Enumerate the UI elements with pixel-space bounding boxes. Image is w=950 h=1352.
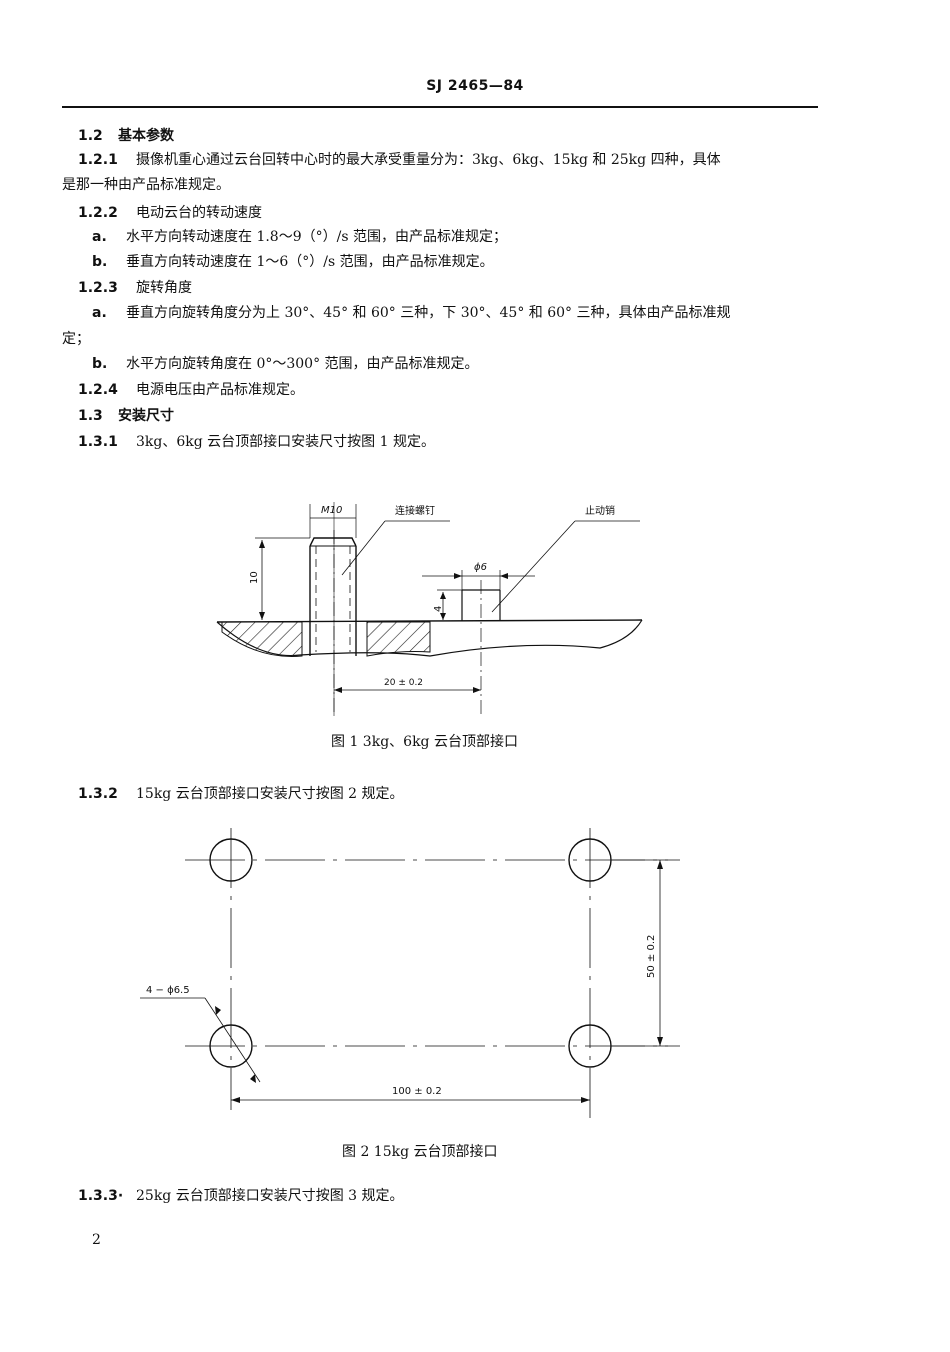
para-1-2-3: 1.2.3 旋转角度 [78, 279, 192, 297]
para-1-3-2: 1.3.2 15kg 云台顶部接口安装尺寸按图 2 规定。 [78, 785, 404, 803]
item-text: 水平方向转动速度在 1.8～9（°）/s 范围，由产品标准规定； [126, 229, 507, 245]
section-number: 1.3.3· [78, 1188, 124, 1204]
section-number: 1.2.4 [78, 382, 118, 398]
document-code: SJ 2465—84 [426, 78, 524, 94]
para-text: 摄像机重心通过云台回转中心时的最大承受重量分为：3kg、6kg、15kg 和 2… [136, 152, 721, 168]
section-number: 1.3.1 [78, 434, 118, 450]
heading-1-2: 1.2 基本参数 [78, 127, 174, 145]
section-number: 1.2.2 [78, 205, 118, 221]
para-text: 3kg、6kg 云台顶部接口安装尺寸按图 1 规定。 [136, 434, 435, 450]
para-text: 25kg 云台顶部接口安装尺寸按图 3 规定。 [136, 1188, 404, 1204]
item-1-2-3-a-cont: 定； [62, 331, 90, 347]
figure-1-label-distance: 20 ± 0.2 [384, 678, 423, 688]
para-text: 15kg 云台顶部接口安装尺寸按图 2 规定。 [136, 786, 404, 802]
section-number: 1.2.1 [78, 152, 118, 168]
heading-1-3: 1.3 安装尺寸 [78, 407, 174, 425]
item-text: 垂直方向转动速度在 1～6（°）/s 范围，由产品标准规定。 [126, 254, 494, 270]
section-number: 1.3 [78, 408, 103, 424]
figure-2-label-width: 100 ± 0.2 [392, 1086, 442, 1097]
item-mark: a. [92, 305, 107, 321]
figure-1-label-pin: 止动销 [585, 504, 615, 517]
para-1-2-1: 1.2.1 摄像机重心通过云台回转中心时的最大承受重量分为：3kg、6kg、15k… [78, 151, 721, 169]
item-1-2-2-a: a. 水平方向转动速度在 1.8～9（°）/s 范围，由产品标准规定； [92, 228, 507, 246]
item-mark: b. [92, 254, 108, 270]
para-1-3-3: 1.3.3· 25kg 云台顶部接口安装尺寸按图 3 规定。 [78, 1187, 404, 1205]
para-1-2-4: 1.2.4 电源电压由产品标准规定。 [78, 381, 304, 399]
figure-1-caption: 图 1 3kg、6kg 云台顶部接口 [331, 734, 518, 750]
para-text: 电动云台的转动速度 [136, 205, 262, 221]
item-mark: a. [92, 229, 107, 245]
figure-1-label-thread: M10 [321, 505, 342, 516]
item-text: 水平方向旋转角度在 0°～300° 范围，由产品标准规定。 [126, 356, 479, 372]
figure-2-label-holes: 4 − ϕ6.5 [146, 985, 190, 996]
figure-2-caption: 图 2 15kg 云台顶部接口 [342, 1144, 498, 1160]
figure-1-label-dia: ϕ6 [474, 562, 487, 573]
section-number: 1.3.2 [78, 786, 118, 802]
section-title: 基本参数 [118, 128, 174, 144]
figure-1-label-height4: 4 [433, 606, 444, 612]
para-1-2-1-cont: 是那一种由产品标准规定。 [62, 177, 230, 193]
figure-1-label-screw: 连接螺钉 [395, 504, 435, 517]
item-1-2-2-b: b. 垂直方向转动速度在 1～6（°）/s 范围，由产品标准规定。 [92, 253, 494, 271]
item-1-2-3-b: b. 水平方向旋转角度在 0°～300° 范围，由产品标准规定。 [92, 355, 479, 373]
para-text: 电源电压由产品标准规定。 [136, 382, 304, 398]
page-number: 2 [92, 1232, 101, 1248]
item-1-2-3-a: a. 垂直方向旋转角度分为上 30°、45° 和 60° 三种，下 30°、45°… [92, 304, 731, 322]
section-number: 1.2.3 [78, 280, 118, 296]
section-title: 安装尺寸 [118, 408, 174, 424]
para-1-3-1: 1.3.1 3kg、6kg 云台顶部接口安装尺寸按图 1 规定。 [78, 433, 435, 451]
figure-2-label-height: 50 ± 0.2 [646, 935, 657, 978]
para-text: 旋转角度 [136, 280, 192, 296]
header-rule [62, 106, 818, 108]
item-mark: b. [92, 356, 108, 372]
section-number: 1.2 [78, 128, 103, 144]
para-1-2-2: 1.2.2 电动云台的转动速度 [78, 204, 262, 222]
item-text: 垂直方向旋转角度分为上 30°、45° 和 60° 三种，下 30°、45° 和… [126, 305, 731, 321]
figure-1-label-height10: 10 [249, 571, 260, 584]
